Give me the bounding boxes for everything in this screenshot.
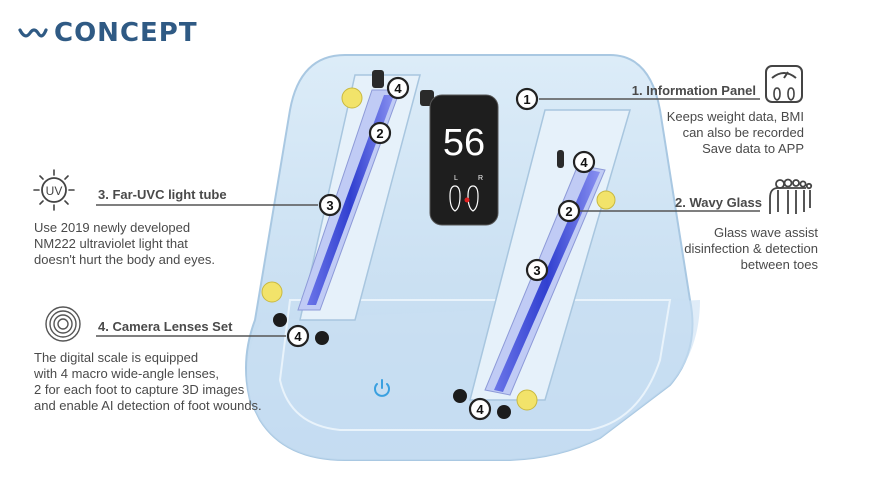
- callout-2: 2: [376, 126, 383, 141]
- led-light: [261, 281, 283, 303]
- callout-3: 3: [326, 198, 333, 213]
- description-line: Glass wave assist: [713, 225, 818, 240]
- camera-lens: [273, 313, 287, 327]
- description-line: Save data to APP: [702, 141, 804, 156]
- left-foot-label: L: [454, 175, 458, 182]
- led-light: [596, 190, 616, 210]
- camera-lens: [557, 150, 564, 168]
- wave-logo-icon: [18, 28, 48, 38]
- feature-4-title: 4. Camera Lenses Set: [98, 319, 233, 334]
- feet-icon: [449, 185, 479, 212]
- description-line: 2 for each foot to capture 3D images: [34, 382, 245, 397]
- callout-1: 1: [523, 92, 530, 107]
- callout-markers: [286, 76, 596, 421]
- description-line: between toes: [740, 257, 818, 272]
- callout-4: 4: [394, 81, 402, 96]
- description-line: with 4 macro wide-angle lenses,: [34, 366, 219, 381]
- uv-icon: UV: [33, 169, 75, 211]
- feature-3-title: 3. Far-UVC light tube: [98, 187, 227, 202]
- right-foot-label: R: [478, 175, 483, 182]
- weight-readout: 56: [443, 122, 485, 164]
- callout-4: 4: [476, 402, 484, 417]
- description-line: The digital scale is equipped: [34, 350, 199, 365]
- camera-lens: [453, 389, 467, 403]
- feature-3-description: Use 2019 newly developed NM222 ultraviol…: [34, 220, 215, 268]
- camera-lens: [372, 70, 384, 88]
- led-light: [516, 389, 538, 411]
- callout-4: 4: [580, 155, 588, 170]
- uv-icon-label: UV: [46, 184, 63, 198]
- callout-3: 3: [533, 263, 540, 278]
- brand-logo: CONCEPT: [18, 18, 198, 48]
- indicator-dot: [464, 197, 470, 203]
- callout-4: 4: [294, 329, 302, 344]
- description-line: disinfection & detection: [684, 241, 818, 256]
- camera-lens: [420, 90, 434, 106]
- description-line: doesn't hurt the body and eyes.: [34, 252, 215, 267]
- camera-lens: [497, 405, 511, 419]
- description-line: Use 2019 newly developed: [34, 220, 191, 235]
- power-icon: [374, 379, 390, 397]
- left-uvc-tube: [307, 95, 394, 305]
- camera-lens: [315, 331, 329, 345]
- description-line: and enable AI detection of foot wounds.: [34, 398, 262, 413]
- feature-1-title: 1. Information Panel: [631, 83, 756, 98]
- scale-icon: [765, 65, 803, 103]
- description-line: can also be recorded: [682, 125, 804, 140]
- led-light: [341, 87, 363, 109]
- feature-4-description: The digital scale is equipped with 4 mac…: [34, 350, 262, 414]
- feature-2-title: 2. Wavy Glass: [675, 195, 762, 210]
- leader-lines: [96, 98, 760, 337]
- callout-2: 2: [565, 204, 572, 219]
- feature-1-description: Keeps weight data, BMI can also be recor…: [667, 109, 804, 157]
- toes-icon: [769, 178, 813, 214]
- lens-icon: [45, 306, 81, 342]
- feature-2-description: Glass wave assist disinfection & detecti…: [684, 225, 818, 273]
- description-line: Keeps weight data, BMI: [666, 109, 804, 124]
- description-line: NM222 ultraviolet light that: [34, 236, 188, 251]
- right-foot-channel: [469, 109, 632, 401]
- right-uvc-tube: [494, 170, 600, 392]
- information-panel: 56 L R: [429, 94, 499, 226]
- brand-title: CONCEPT: [54, 18, 198, 48]
